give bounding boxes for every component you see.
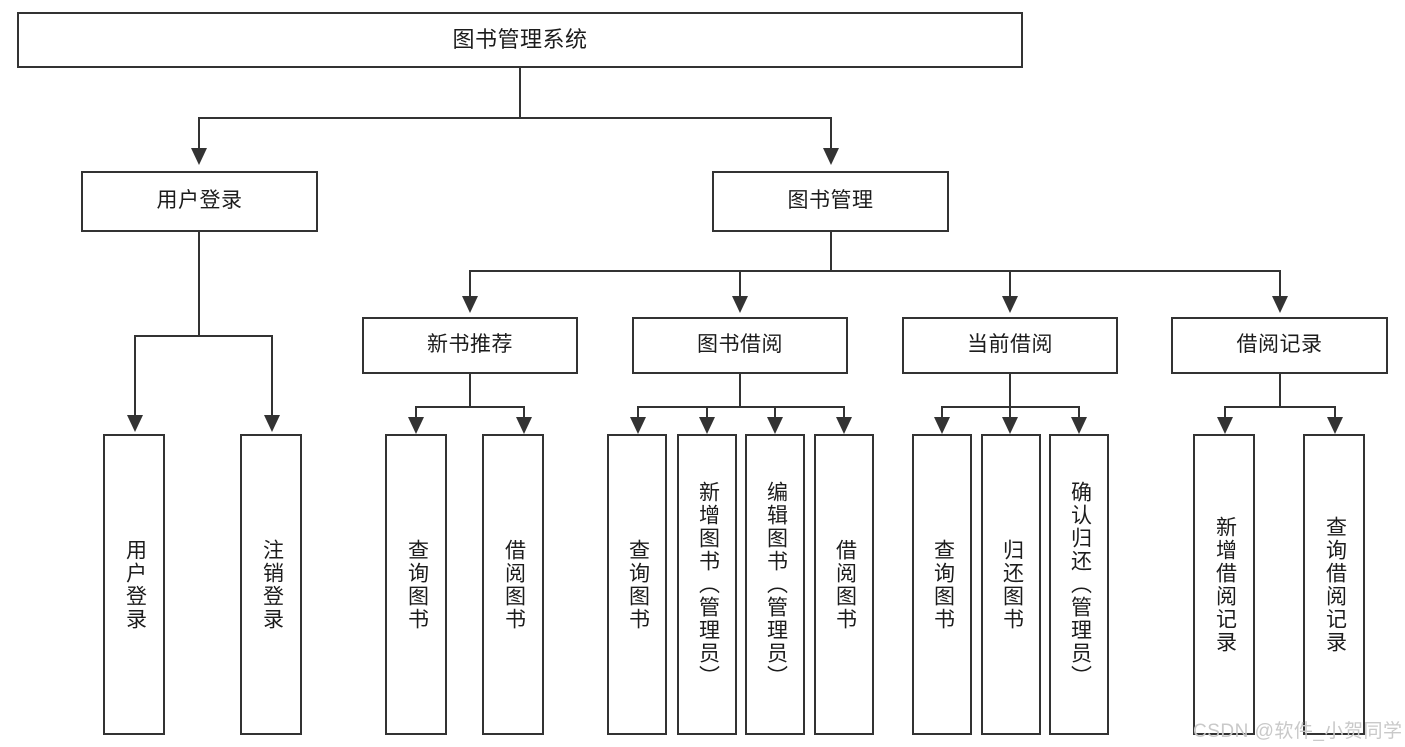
node-label: 确认归还（管理员）: [1068, 481, 1092, 688]
node-leaf-borrow-book-1[interactable]: 借阅图书: [482, 434, 544, 735]
node-leaf-query-book-1[interactable]: 查询图书: [385, 434, 447, 735]
node-current-borrow[interactable]: 当前借阅: [902, 317, 1118, 374]
edge-to-user-login: [198, 117, 200, 149]
node-leaf-add-record[interactable]: 新增借阅记录: [1193, 434, 1255, 735]
edge-book-management-stem: [830, 232, 832, 271]
watermark-text: CSDN @软件_小贺同学: [1193, 721, 1403, 742]
node-root-book-management-system[interactable]: 图书管理系统: [17, 12, 1023, 68]
arrow-to-leaf-logout-login: [264, 415, 280, 432]
arrow-to-leaf-query-book-3: [934, 417, 950, 434]
arrow-to-leaf-confirm-return: [1071, 417, 1087, 434]
edge-current-borrow-stem: [1009, 374, 1011, 407]
node-leaf-query-book-3[interactable]: 查询图书: [912, 434, 972, 735]
node-label: 新增图书（管理员）: [696, 481, 720, 688]
node-new-book-recommend[interactable]: 新书推荐: [362, 317, 578, 374]
edge-to-leaf-borrow-book-2: [843, 406, 845, 418]
edge-borrow-record-bus: [1224, 406, 1336, 408]
node-leaf-logout-login[interactable]: 注销登录: [240, 434, 302, 735]
edge-user-login-stem: [198, 232, 200, 336]
edge-to-leaf-confirm-return: [1078, 406, 1080, 418]
edge-book-borrow-stem: [739, 374, 741, 407]
node-label: 注销登录: [260, 538, 284, 631]
node-book-borrow[interactable]: 图书借阅: [632, 317, 848, 374]
node-leaf-query-record[interactable]: 查询借阅记录: [1303, 434, 1365, 735]
arrow-to-new-book-recommend: [462, 296, 478, 313]
arrow-to-leaf-query-book-2: [630, 417, 646, 434]
node-label: 图书管理: [787, 189, 874, 213]
node-label: 图书管理系统: [452, 27, 588, 53]
arrow-to-leaf-borrow-book-2: [836, 417, 852, 434]
node-book-management[interactable]: 图书管理: [712, 171, 949, 232]
arrow-to-current-borrow: [1002, 296, 1018, 313]
node-leaf-query-book-2[interactable]: 查询图书: [607, 434, 667, 735]
node-label: 归还图书: [1000, 538, 1024, 631]
edge-to-leaf-query-book-3: [941, 406, 943, 418]
edge-to-leaf-add-book: [706, 406, 708, 418]
edge-to-leaf-query-record: [1334, 406, 1336, 418]
arrow-to-leaf-user-login: [127, 415, 143, 432]
arrow-to-user-login: [191, 148, 207, 165]
edge-to-borrow-record: [1279, 270, 1281, 297]
node-label: 当前借阅: [967, 333, 1053, 357]
node-label: 新增借阅记录: [1213, 515, 1237, 654]
arrow-to-leaf-query-record: [1327, 417, 1343, 434]
edge-to-leaf-add-record: [1224, 406, 1226, 418]
node-label: 查询图书: [405, 538, 429, 631]
edge-to-leaf-user-login: [134, 335, 136, 416]
node-borrow-record[interactable]: 借阅记录: [1171, 317, 1388, 374]
node-leaf-borrow-book-2[interactable]: 借阅图书: [814, 434, 874, 735]
edge-to-current-borrow: [1009, 270, 1011, 297]
arrow-to-leaf-add-book: [699, 417, 715, 434]
node-label: 用户登录: [156, 189, 243, 213]
edge-to-leaf-edit-book: [774, 406, 776, 418]
edge-borrow-record-stem: [1279, 374, 1281, 407]
edge-to-leaf-query-book-2: [637, 406, 639, 418]
node-label: 编辑图书（管理员）: [764, 481, 788, 688]
arrow-to-leaf-edit-book: [767, 417, 783, 434]
node-label: 借阅图书: [502, 538, 526, 631]
edge-book-borrow-bus: [637, 406, 845, 408]
arrow-to-leaf-query-book-1: [408, 417, 424, 434]
arrow-to-leaf-add-record: [1217, 417, 1233, 434]
edge-to-leaf-borrow-book-1: [523, 406, 525, 418]
edge-to-new-book-recommend: [469, 270, 471, 297]
node-leaf-edit-book[interactable]: 编辑图书（管理员）: [745, 434, 805, 735]
node-leaf-user-login[interactable]: 用户登录: [103, 434, 165, 735]
edge-to-leaf-logout-login: [271, 335, 273, 416]
edge-to-book-management: [830, 117, 832, 149]
node-leaf-confirm-return[interactable]: 确认归还（管理员）: [1049, 434, 1109, 735]
edge-to-book-borrow: [739, 270, 741, 297]
node-leaf-add-book[interactable]: 新增图书（管理员）: [677, 434, 737, 735]
edge-new-book-recommend-bus: [415, 406, 525, 408]
arrow-to-borrow-record: [1272, 296, 1288, 313]
node-label: 借阅图书: [833, 538, 857, 631]
arrow-to-leaf-borrow-book-1: [516, 417, 532, 434]
node-user-login[interactable]: 用户登录: [81, 171, 318, 232]
node-label: 借阅记录: [1236, 333, 1323, 357]
edge-to-leaf-return-book: [1009, 406, 1011, 418]
arrow-to-leaf-return-book: [1002, 417, 1018, 434]
node-leaf-return-book[interactable]: 归还图书: [981, 434, 1041, 735]
edge-level3-bus: [469, 270, 1280, 272]
node-label: 图书借阅: [697, 333, 783, 357]
edge-root-stem: [519, 68, 521, 118]
node-label: 查询图书: [931, 538, 955, 631]
node-label: 用户登录: [123, 538, 147, 631]
node-label: 查询借阅记录: [1323, 515, 1347, 654]
edge-new-book-recommend-stem: [469, 374, 471, 407]
arrow-to-book-management: [823, 148, 839, 165]
edge-level2-bus: [198, 117, 832, 119]
node-label: 查询图书: [626, 538, 650, 631]
edge-user-login-bus: [134, 335, 273, 337]
node-label: 新书推荐: [427, 333, 513, 357]
edge-to-leaf-query-book-1: [415, 406, 417, 418]
arrow-to-book-borrow: [732, 296, 748, 313]
